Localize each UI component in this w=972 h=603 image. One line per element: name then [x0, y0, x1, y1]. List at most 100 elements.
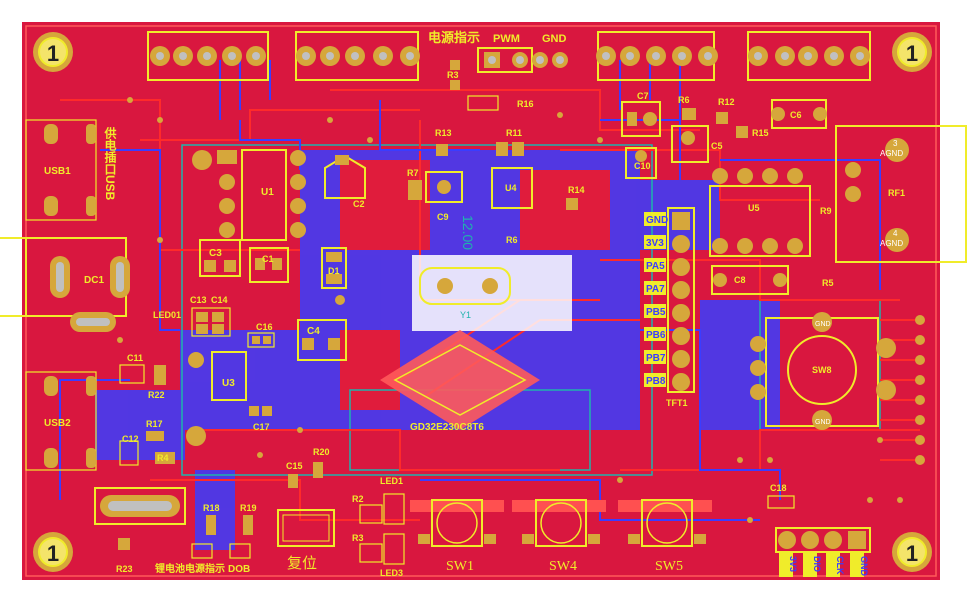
- c17-pad2: [262, 406, 272, 416]
- battery-indicator-text: 锂电池电源指示: [155, 562, 225, 575]
- sw8-gnd-top: GND: [815, 321, 831, 328]
- r3-pad: [450, 60, 460, 70]
- reset-button[interactable]: 复位: [277, 509, 335, 572]
- svg-text:1: 1: [906, 541, 918, 566]
- c16-outline: [247, 332, 275, 348]
- rf-pin4: 4: [893, 229, 898, 238]
- u4-outline: [491, 167, 533, 209]
- crystal-ref: Y1: [460, 310, 471, 320]
- c18-label: C18: [770, 483, 787, 493]
- svg-text:1: 1: [906, 41, 918, 66]
- power-indicator-label: 电源指示: [428, 30, 480, 45]
- c15-pad: [288, 474, 298, 488]
- sw1-button[interactable]: SW1: [410, 499, 504, 574]
- svg-text:1: 1: [47, 41, 59, 66]
- bottom-pin-dio: DIO: [812, 556, 822, 572]
- c8-label: C8: [734, 275, 746, 285]
- header-top-2: [295, 31, 420, 81]
- svg-text:SW1: SW1: [446, 559, 474, 574]
- sw5-button[interactable]: SW5: [618, 499, 712, 574]
- r7-pad: [408, 180, 422, 200]
- sw4-button[interactable]: SW4: [512, 499, 606, 574]
- header-top-3: [596, 31, 718, 81]
- c6-label: C6: [790, 110, 802, 120]
- c12-outline: [119, 440, 139, 466]
- mcu-label: GD32E230C8T6: [410, 422, 484, 433]
- r4-label: R4: [157, 453, 169, 463]
- battery-connector: [94, 487, 186, 525]
- c16-label: C16: [256, 322, 273, 332]
- svg-text:1: 1: [47, 541, 59, 566]
- bottom-pin-3v3: 3V3: [788, 556, 798, 572]
- c5-label: C5: [711, 141, 723, 151]
- u3-label: U3: [222, 378, 235, 389]
- rf1-module: [835, 125, 967, 263]
- r15-label: R15: [752, 128, 769, 138]
- led-left-outline: [191, 543, 213, 559]
- r17-label: R17: [146, 419, 163, 429]
- tft-pin-gnd: GND: [646, 215, 668, 226]
- sw8-encoder[interactable]: [750, 312, 896, 430]
- tft-pin-pa7: PA7: [646, 284, 665, 295]
- r13-label: R13: [435, 128, 452, 138]
- tft-pin-pb8: PB8: [646, 376, 666, 387]
- r15-pad: [736, 126, 748, 138]
- led3-label: LED3: [380, 568, 403, 578]
- r14-label: R14: [568, 185, 585, 195]
- usb2-connector: [25, 371, 97, 471]
- svg-text:SW5: SW5: [655, 559, 683, 574]
- tft-pin-pb6: PB6: [646, 330, 666, 341]
- r4-pad: [155, 452, 175, 464]
- c13-label: C13: [190, 295, 207, 305]
- d1-diode: [321, 247, 347, 289]
- rf-agnd-bottom: AGND: [880, 239, 903, 248]
- bottom-right-header: [775, 527, 871, 553]
- r22-pad: [154, 365, 166, 385]
- u5-label: U5: [748, 203, 760, 213]
- pwm-label: PWM: [493, 33, 520, 45]
- u5-package: [709, 168, 811, 257]
- r3-label: R3: [447, 70, 459, 80]
- r14-pad: [566, 198, 578, 210]
- r6-label: R6: [678, 95, 690, 105]
- r11-pad: [496, 142, 508, 156]
- crystal-y1: [412, 255, 572, 331]
- c4-capacitor: [297, 319, 347, 361]
- c7-label: C7: [637, 91, 649, 101]
- led01-label: LED01: [153, 310, 181, 320]
- r5-label: R5: [822, 278, 834, 288]
- r23-pad: [118, 538, 130, 550]
- c9-capacitor: [425, 171, 463, 203]
- bottom-pin-gnd: GND: [859, 556, 869, 577]
- c11-outline: [119, 364, 145, 384]
- c9-label: C9: [437, 212, 449, 222]
- c12-label: C12: [122, 434, 139, 444]
- r11-pad2: [512, 142, 524, 156]
- usb1-note: 供电插口USB: [103, 126, 117, 201]
- c3-capacitor: [199, 239, 241, 277]
- tft-pin-3v3: 3V3: [646, 238, 664, 249]
- c10-capacitor: [625, 147, 657, 179]
- r16-label: R16: [517, 99, 534, 109]
- r20-pad: [313, 462, 323, 478]
- r22-label: R22: [148, 390, 165, 400]
- usb2-label: USB2: [44, 418, 71, 429]
- led-cluster: [359, 493, 405, 565]
- rf-agnd-top: AGND: [880, 149, 903, 158]
- r18-pad: [206, 515, 216, 535]
- svg-text:SW4: SW4: [549, 559, 577, 574]
- usb1-label: USB1: [44, 166, 71, 177]
- tft-pin-pb5: PB5: [646, 307, 666, 318]
- top-copper-islands: [340, 160, 610, 410]
- c4-label: C4: [307, 326, 320, 337]
- r12-pad: [716, 112, 728, 124]
- d1-label: D1: [328, 266, 340, 276]
- c6-capacitor: [771, 99, 827, 129]
- mounting-hole-top-left: 1: [33, 32, 73, 72]
- u1-label: U1: [261, 187, 274, 198]
- c3-label: C3: [209, 248, 222, 259]
- r20-label: R20: [313, 447, 330, 457]
- header-pwm: [477, 47, 568, 73]
- mcu-qfp: [380, 330, 540, 430]
